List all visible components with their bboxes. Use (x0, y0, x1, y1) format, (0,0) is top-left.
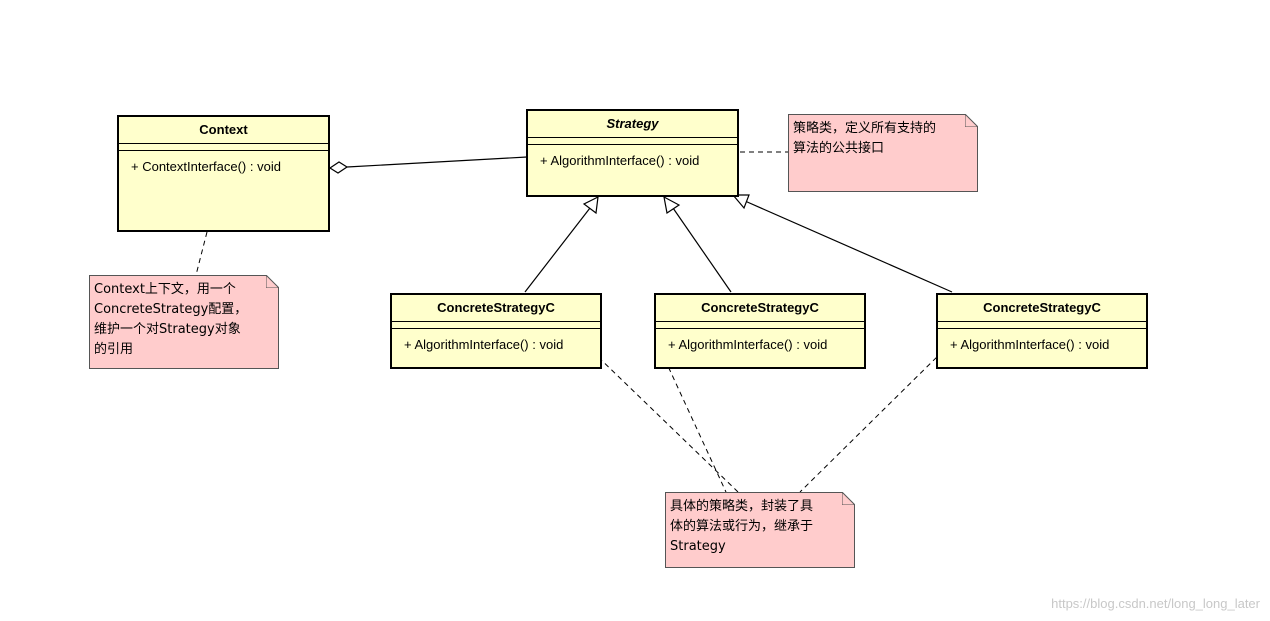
class-name: ConcreteStrategyC (656, 295, 864, 322)
class-concrete-strategy-b[interactable]: ConcreteStrategyC + AlgorithmInterface()… (654, 293, 866, 369)
note-link-context (195, 231, 208, 276)
class-concrete-strategy-a[interactable]: ConcreteStrategyC + AlgorithmInterface()… (390, 293, 602, 369)
note-line: Context上下文，用一个 (94, 282, 236, 297)
note-line: 策略类，定义所有支持的 (793, 121, 937, 136)
inheritance-arrow-b (663, 195, 681, 215)
note-line: 的引用 (94, 342, 134, 357)
class-name: ConcreteStrategyC (392, 295, 600, 322)
note-context[interactable]: Context上下文，用一个 ConcreteStrategy配置， 维护一个对… (89, 275, 279, 369)
operation: + AlgorithmInterface() : void (668, 337, 828, 352)
watermark: https://blog.csdn.net/long_long_later (1051, 596, 1260, 611)
attribute-compartment (392, 322, 600, 329)
inheritance-line-a (524, 207, 591, 293)
note-link-concrete-b (660, 350, 727, 493)
note-line: 具体的策略类，封装了具 (670, 499, 814, 514)
inheritance-arrow-c (731, 194, 750, 210)
note-fold-edge (266, 275, 279, 288)
attribute-compartment (119, 144, 328, 151)
inheritance-arrow-a (582, 195, 599, 215)
operation: + ContextInterface() : void (131, 159, 281, 174)
note-fold-edge (842, 492, 855, 505)
note-concrete-strategies[interactable]: 具体的策略类，封装了具 体的算法或行为，继承于 Strategy (665, 492, 855, 568)
class-name: ConcreteStrategyC (938, 295, 1146, 322)
aggregation-line (346, 156, 528, 168)
note-line: 维护一个对Strategy对象 (94, 322, 241, 337)
class-concrete-strategy-c[interactable]: ConcreteStrategyC + AlgorithmInterface()… (936, 293, 1148, 369)
inheritance-line-c (744, 200, 953, 293)
class-context[interactable]: Context + ContextInterface() : void (117, 115, 330, 232)
note-fold-edge (965, 114, 978, 127)
note-line: 算法的公共接口 (793, 141, 885, 156)
operation: + AlgorithmInterface() : void (950, 337, 1110, 352)
note-link-concrete-a (591, 350, 739, 493)
operation: + AlgorithmInterface() : void (404, 337, 564, 352)
attribute-compartment (528, 138, 737, 145)
note-line: 体的算法或行为，继承于 (670, 519, 814, 534)
attribute-compartment (656, 322, 864, 329)
note-line: Strategy (670, 539, 726, 554)
class-name: Context (119, 117, 328, 144)
class-name: Strategy (528, 111, 737, 138)
aggregation-diamond (328, 161, 349, 174)
attribute-compartment (938, 322, 1146, 329)
operation: + AlgorithmInterface() : void (540, 153, 700, 168)
class-strategy[interactable]: Strategy + AlgorithmInterface() : void (526, 109, 739, 197)
note-link-concrete-c (799, 350, 944, 493)
note-strategy[interactable]: 策略类，定义所有支持的 算法的公共接口 (788, 114, 978, 192)
note-line: ConcreteStrategy配置， (94, 302, 248, 317)
inheritance-line-b (672, 207, 732, 293)
